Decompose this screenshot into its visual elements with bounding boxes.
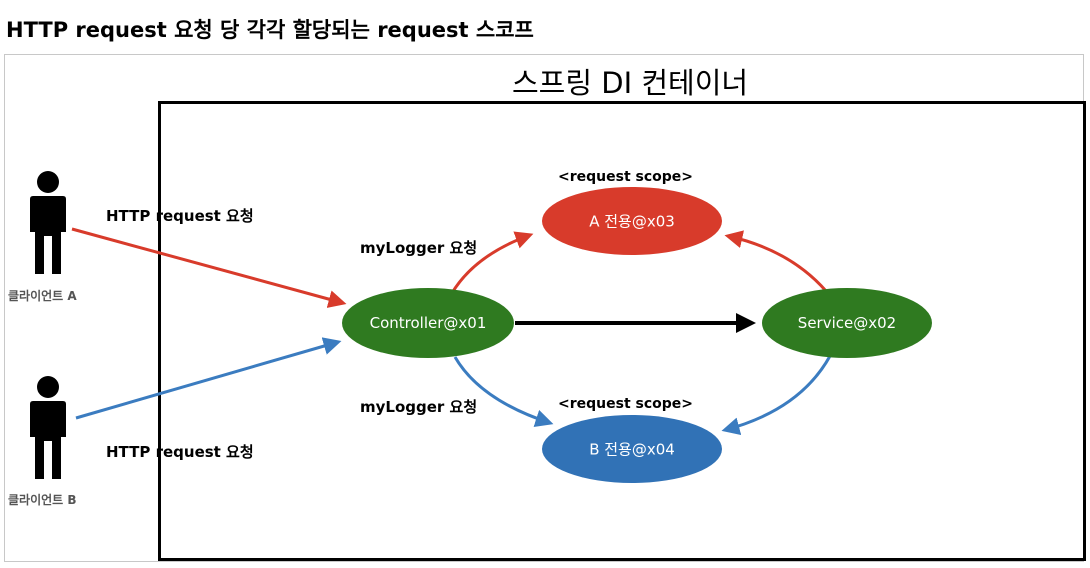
client-a-label: 클라이언트 A bbox=[8, 289, 77, 303]
service-node bbox=[762, 288, 932, 358]
person-icon bbox=[30, 171, 66, 274]
request-scope-label-a: <request scope> bbox=[558, 169, 694, 185]
page-title: HTTP request 요청 당 각각 할당되는 request 스코프 bbox=[6, 18, 534, 42]
my-logger-label-b: myLogger 요청 bbox=[360, 398, 478, 416]
bean-a-label: A 전용@x03 bbox=[589, 212, 675, 231]
spring-di-container bbox=[158, 101, 1086, 561]
http-request-label-a: HTTP request 요청 bbox=[106, 207, 254, 225]
controller-label: Controller@x01 bbox=[369, 314, 487, 332]
controller-node bbox=[342, 288, 514, 358]
person-icon bbox=[30, 376, 66, 479]
service-label: Service@x02 bbox=[797, 314, 897, 332]
container-title: 스프링 DI 컨테이너 bbox=[512, 66, 749, 100]
my-logger-label-a: myLogger 요청 bbox=[360, 239, 478, 257]
arrow-service-to-bean-b bbox=[721, 355, 832, 435]
bean-b-node bbox=[542, 415, 722, 483]
bean-a-node bbox=[542, 187, 722, 255]
arrow-controller-to-bean-a bbox=[450, 231, 534, 294]
arrow-client-a-to-controller bbox=[71, 227, 347, 308]
arrow-service-to-bean-a bbox=[724, 230, 828, 292]
client-b-label: 클라이언트 B bbox=[8, 493, 77, 507]
bean-b-label: B 전용@x04 bbox=[589, 440, 675, 459]
arrow-client-b-to-controller bbox=[75, 337, 342, 420]
http-request-label-b: HTTP request 요청 bbox=[106, 443, 254, 461]
arrow-controller-to-bean-b bbox=[453, 356, 554, 428]
request-scope-label-b: <request scope> bbox=[558, 396, 694, 412]
